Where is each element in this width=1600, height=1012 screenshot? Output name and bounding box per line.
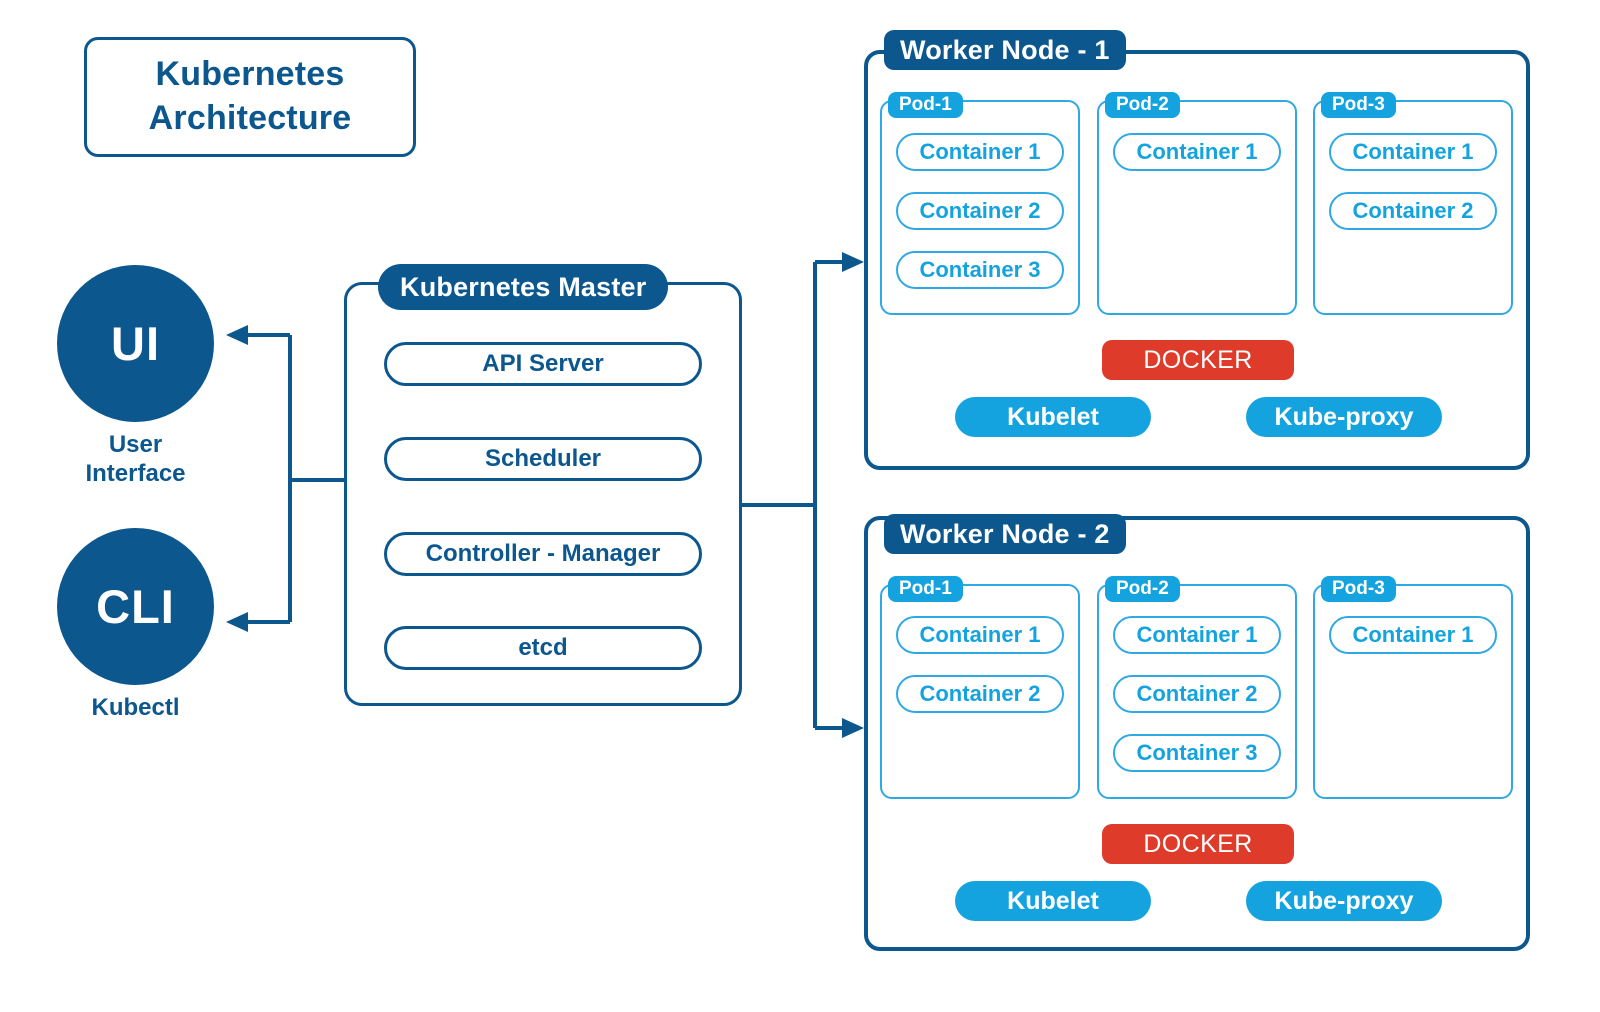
worker-node-1-chip: Worker Node - 1: [884, 30, 1126, 70]
agent-label: Kube-proxy: [1274, 886, 1414, 915]
master-component-etcd[interactable]: etcd: [384, 626, 702, 670]
container-label: Container 2: [1136, 681, 1258, 706]
ui-client-label: UI: [111, 317, 160, 370]
worker-node-1-pod-2-container-1[interactable]: Container 1: [1113, 133, 1281, 171]
container-label: Container 3: [1136, 740, 1258, 765]
worker-node-1-box: [864, 50, 1530, 470]
worker-node-2-pod-2-container-3[interactable]: Container 3: [1113, 734, 1281, 772]
container-label: Container 1: [919, 139, 1041, 164]
ui-client-node[interactable]: UI: [57, 265, 214, 422]
master-component-label: etcd: [518, 634, 568, 661]
container-label: Container 2: [1352, 198, 1474, 223]
worker-node-2-pod-2-chip: Pod-2: [1105, 576, 1180, 602]
worker-node-2-kubelet[interactable]: Kubelet: [955, 881, 1151, 921]
worker-node-2-pod-3-container-1[interactable]: Container 1: [1329, 616, 1497, 654]
worker-node-1-pod-2-chip: Pod-2: [1105, 92, 1180, 118]
page-title-line-2: Architecture: [148, 99, 352, 137]
agent-label: Kubelet: [1007, 402, 1099, 431]
pod-label: Pod-2: [1116, 578, 1169, 599]
container-label: Container 3: [919, 257, 1041, 282]
container-label: Container 1: [1136, 139, 1258, 164]
page-title: Kubernetes Architecture: [149, 53, 352, 140]
container-label: Container 1: [1352, 139, 1474, 164]
worker-node-1-docker-runtime[interactable]: DOCKER: [1102, 340, 1294, 380]
arrowhead-worker-1: [842, 252, 864, 272]
worker-node-1-pod-3-chip: Pod-3: [1321, 92, 1396, 118]
docker-label: DOCKER: [1143, 345, 1253, 374]
container-label: Container 1: [1136, 622, 1258, 647]
worker-node-1-chip-label: Worker Node - 1: [900, 34, 1110, 65]
worker-node-2-kube-proxy[interactable]: Kube-proxy: [1246, 881, 1442, 921]
worker-node-2-pod-1-container-1[interactable]: Container 1: [896, 616, 1064, 654]
master-component-controller-manager[interactable]: Controller - Manager: [384, 532, 702, 576]
master-component-api-server[interactable]: API Server: [384, 342, 702, 386]
worker-node-2-chip-label: Worker Node - 2: [900, 518, 1110, 549]
cli-client-node[interactable]: CLI: [57, 528, 214, 685]
docker-label: DOCKER: [1143, 829, 1253, 858]
agent-label: Kubelet: [1007, 886, 1099, 915]
kubernetes-master-chip: Kubernetes Master: [378, 264, 669, 310]
worker-node-1-pod-1-container-3[interactable]: Container 3: [896, 251, 1064, 289]
ui-client-caption-line-1: User: [108, 431, 163, 458]
pod-label: Pod-3: [1332, 578, 1385, 599]
cli-client-caption-line-1: Kubectl: [91, 694, 180, 721]
worker-node-1-kube-proxy[interactable]: Kube-proxy: [1246, 397, 1442, 437]
cli-client-label: CLI: [96, 580, 175, 633]
container-label: Container 2: [919, 198, 1041, 223]
container-label: Container 2: [919, 681, 1041, 706]
pod-label: Pod-1: [899, 94, 952, 115]
worker-node-2-chip: Worker Node - 2: [884, 514, 1126, 554]
worker-node-1-pod-1-chip: Pod-1: [888, 92, 963, 118]
master-component-label: API Server: [482, 350, 604, 377]
pod-label: Pod-2: [1116, 94, 1169, 115]
diagram-title-box: Kubernetes Architecture: [84, 37, 416, 157]
worker-node-1-pod-3-container-1[interactable]: Container 1: [1329, 133, 1497, 171]
worker-node-1-pod-1-container-1[interactable]: Container 1: [896, 133, 1064, 171]
worker-node-2-pod-3-chip: Pod-3: [1321, 576, 1396, 602]
container-label: Container 1: [919, 622, 1041, 647]
worker-node-2-box: [864, 516, 1530, 951]
master-component-scheduler[interactable]: Scheduler: [384, 437, 702, 481]
pod-label: Pod-3: [1332, 94, 1385, 115]
worker-node-2-docker-runtime[interactable]: DOCKER: [1102, 824, 1294, 864]
worker-node-2-pod-2-container-1[interactable]: Container 1: [1113, 616, 1281, 654]
arrowhead-worker-2: [842, 718, 864, 738]
pod-label: Pod-1: [899, 578, 952, 599]
worker-node-1-kubelet[interactable]: Kubelet: [955, 397, 1151, 437]
arrowhead-ui: [226, 325, 248, 345]
ui-client-caption-line-2: Interface: [85, 460, 186, 488]
worker-node-1-pod-1-container-2[interactable]: Container 2: [896, 192, 1064, 230]
ui-client-caption: User Interface: [57, 430, 214, 489]
worker-node-1-pod-3-container-2[interactable]: Container 2: [1329, 192, 1497, 230]
master-component-label: Controller - Manager: [425, 540, 661, 567]
worker-node-2-pod-1-chip: Pod-1: [888, 576, 963, 602]
kubernetes-master-chip-label: Kubernetes Master: [400, 271, 647, 302]
cli-client-caption: Kubectl: [57, 693, 214, 722]
arrowhead-cli: [226, 612, 248, 632]
page-title-line-1: Kubernetes: [155, 55, 345, 94]
worker-node-2-pod-2-container-2[interactable]: Container 2: [1113, 675, 1281, 713]
agent-label: Kube-proxy: [1274, 402, 1414, 431]
worker-node-2-pod-1-container-2[interactable]: Container 2: [896, 675, 1064, 713]
master-component-label: Scheduler: [484, 445, 602, 472]
container-label: Container 1: [1352, 622, 1474, 647]
